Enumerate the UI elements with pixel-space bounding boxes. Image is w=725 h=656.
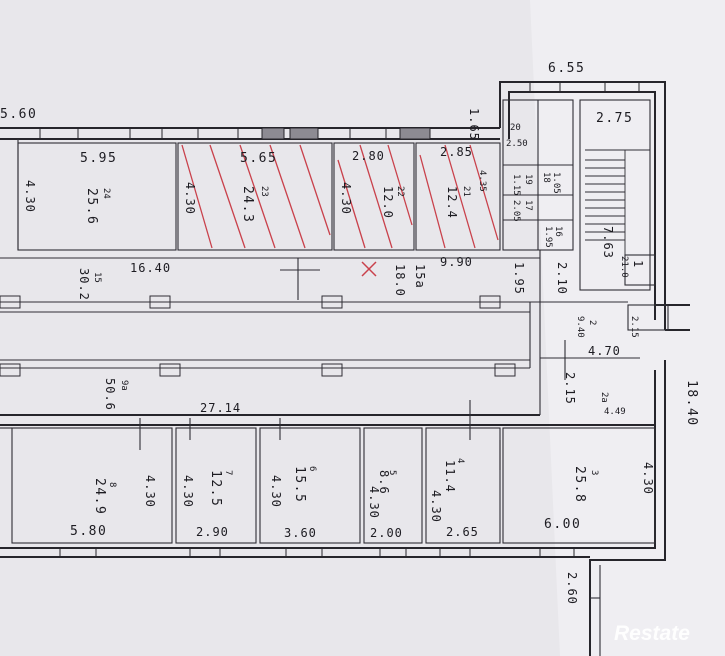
- room-19-number: 19: [523, 174, 533, 185]
- room-5-width: 2.00: [370, 526, 403, 540]
- corridor-15a-area: 18.0: [393, 264, 407, 297]
- room-24-width: 5.95: [80, 151, 117, 166]
- corridor-right-length: 9.90: [440, 255, 473, 269]
- room-20-area: 2.50: [506, 139, 528, 149]
- dim-470: 4.70: [588, 344, 621, 358]
- room-17-area: 2.05: [511, 200, 521, 222]
- top-right-length: 6.55: [548, 61, 585, 76]
- dim-195: 1.95: [512, 262, 526, 295]
- room-8-number: 8: [107, 482, 117, 487]
- room-8-depth: 4.30: [143, 475, 157, 508]
- room-20-number: 20: [510, 123, 521, 133]
- corridor-9a-area: 50.6: [103, 378, 117, 411]
- corridor-length-bottom: 27.14: [200, 401, 241, 415]
- room-3-area: 25.8: [572, 466, 587, 503]
- dim-215b: 2.15: [629, 316, 639, 338]
- top-room-labels: 5.95 24 25.6 4.30 5.65 23 24.3 4.30 2.80…: [23, 145, 487, 225]
- stair-width: 2.75: [596, 111, 633, 126]
- room-7-number: 7: [223, 470, 233, 475]
- room-23-area: 24.3: [240, 186, 255, 223]
- room-22-number: 22: [395, 186, 405, 197]
- room-19-area: 1.15: [511, 174, 521, 196]
- top-rooms-block: [17, 139, 501, 251]
- watermark-logo: Restate: [614, 622, 690, 645]
- room-17-number: 17: [523, 200, 533, 211]
- room-5-area: 8.6: [377, 470, 391, 495]
- room-2-area: 9.40: [575, 316, 585, 338]
- room-7-depth: 4.30: [181, 475, 195, 508]
- room-23-depth: 4.30: [183, 182, 197, 215]
- windows-top: [39, 81, 640, 140]
- watermark-text: Restate: [614, 622, 690, 645]
- room-6-width: 3.60: [284, 526, 317, 540]
- room-8-area: 24.9: [92, 478, 107, 515]
- room-23-number: 23: [259, 186, 269, 197]
- room-21-depth: 4.35: [477, 170, 487, 192]
- dimension-labels: 5.60 6.55 1.65 18.40 16.40 9.90 27.14 1.…: [0, 61, 699, 605]
- top-left-length: 5.60: [0, 107, 37, 122]
- dim-165: 1.65: [467, 108, 481, 141]
- room-18-number: 18: [541, 172, 551, 183]
- right-length: 18.40: [684, 380, 699, 427]
- room-3-number: 3: [589, 470, 599, 475]
- dim-210: 2.10: [555, 262, 569, 295]
- room-24-area: 25.6: [84, 188, 99, 225]
- dim-260: 2.60: [565, 572, 579, 605]
- room-6-area: 15.5: [292, 466, 307, 503]
- room-18-area: 1.05: [551, 172, 561, 194]
- room-24-depth: 4.30: [23, 180, 37, 213]
- room-21-width: 2.85: [440, 145, 473, 159]
- stair-number: 1: [631, 260, 645, 268]
- stair-area: 21.0: [619, 256, 629, 278]
- corridor-length-top: 16.40: [130, 261, 171, 275]
- room-2a-number: 2a: [599, 392, 609, 403]
- room-4-area: 11.4: [443, 460, 457, 493]
- room-4-width: 2.65: [446, 525, 479, 539]
- bottom-room-labels: 8 24.9 5.80 4.30 7 12.5 2.90 4.30 6 15.5…: [70, 458, 655, 540]
- room-4-number: 4: [455, 458, 465, 463]
- room-22-width: 2.80: [352, 149, 385, 163]
- room-3-width: 6.00: [544, 517, 581, 532]
- dim-215: 2.15: [563, 372, 577, 405]
- room-7-width: 2.90: [196, 525, 229, 539]
- room-5-depth: 4.30: [367, 486, 381, 519]
- corridor-9a-number: 9a: [119, 380, 129, 391]
- room-21-number: 21: [461, 186, 471, 197]
- room-22-depth: 4.30: [339, 182, 353, 215]
- room-16-area: 1.95: [543, 226, 553, 248]
- room-8-width: 5.80: [70, 524, 107, 539]
- room-22-area: 12.0: [381, 186, 395, 219]
- room-2a-area: 4.49: [604, 407, 626, 417]
- room-7-area: 12.5: [208, 470, 223, 507]
- corridor-15-area: 30.2: [77, 268, 91, 301]
- highlighted-rooms-hatching: [181, 144, 499, 277]
- room-5-number: 5: [387, 470, 397, 475]
- room-16-number: 16: [553, 226, 563, 237]
- room-23-width: 5.65: [240, 151, 277, 166]
- corridor-15a-number: 15a: [413, 264, 427, 289]
- corridor-15-number: 15: [92, 272, 102, 283]
- room-4-depth: 4.30: [429, 490, 443, 523]
- room-3-depth: 4.30: [641, 462, 655, 495]
- bottom-rooms-block: [0, 400, 656, 656]
- room-6-number: 6: [307, 466, 317, 471]
- stair-depth: 7.63: [601, 226, 615, 259]
- small-room-labels: 20 2.50 19 1.15 18 1.05 17 2.05 16 1.95 …: [506, 111, 645, 417]
- room-6-depth: 4.30: [269, 475, 283, 508]
- room-21-area: 12.4: [445, 186, 459, 219]
- small-rooms-block: [502, 99, 669, 331]
- room-24-number: 24: [101, 188, 111, 199]
- room-2-number: 2: [587, 320, 597, 325]
- corridor: [0, 250, 640, 415]
- corridor-labels: 15 30.2 15a 18.0 9a 50.6: [77, 264, 427, 411]
